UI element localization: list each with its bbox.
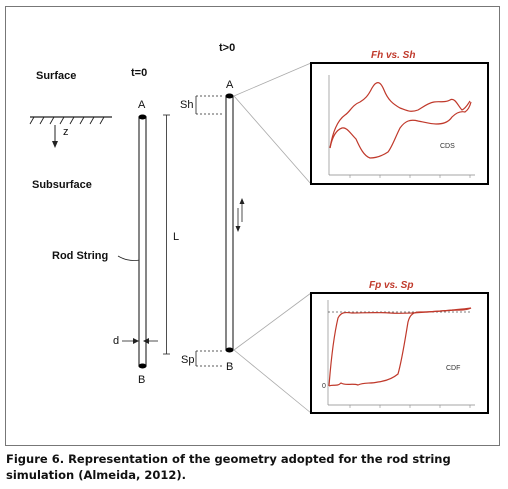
rod-t0-point-b: B [138,374,145,386]
z-label: z [63,126,69,138]
diameter-label: d [113,335,119,347]
projection-lines [233,62,312,414]
sp-label: Sp [181,354,194,366]
top-plot-curve-upper [329,82,471,149]
diameter-indicator [122,338,158,344]
surface-label: Surface [36,70,76,82]
t-gt0-label: t>0 [219,42,235,54]
length-label: L [173,231,179,243]
top-plot-series-label: CDS [440,143,455,150]
rod-t0-point-a: A [138,99,146,111]
rod-t-gt0-point-a: A [226,79,234,91]
bottom-plot-curve-lower [328,307,472,387]
top-plot-curve-lower [329,101,472,159]
top-plot-title: Fh vs. Sh [371,50,415,61]
t0-label: t=0 [131,67,147,79]
bottom-plot-title: Fp vs. Sp [369,280,413,291]
bottom-plot-y-tick: 0 [322,383,326,390]
sh-dimension [195,95,224,115]
bottom-plot-curve-upper [328,307,472,387]
rod-string-label: Rod String [52,250,108,262]
figure-caption: Figure 6. Representation of the geometry… [6,452,451,482]
length-dimension [163,114,170,355]
sh-label: Sh [180,99,193,111]
sp-dimension [195,350,224,367]
rod-t-gt0-point-b: B [226,361,233,373]
subsurface-label: Subsurface [32,179,92,191]
rod-t-gt0 [225,93,234,353]
bottom-plot-series-label: CDF [446,365,460,372]
rod-t0 [138,114,147,369]
ground-surface [29,116,112,125]
z-axis-arrow [52,125,58,148]
top-plot [310,62,489,185]
rod-string-leader [117,255,141,261]
bottom-plot [310,292,489,414]
movement-arrows [235,198,245,232]
